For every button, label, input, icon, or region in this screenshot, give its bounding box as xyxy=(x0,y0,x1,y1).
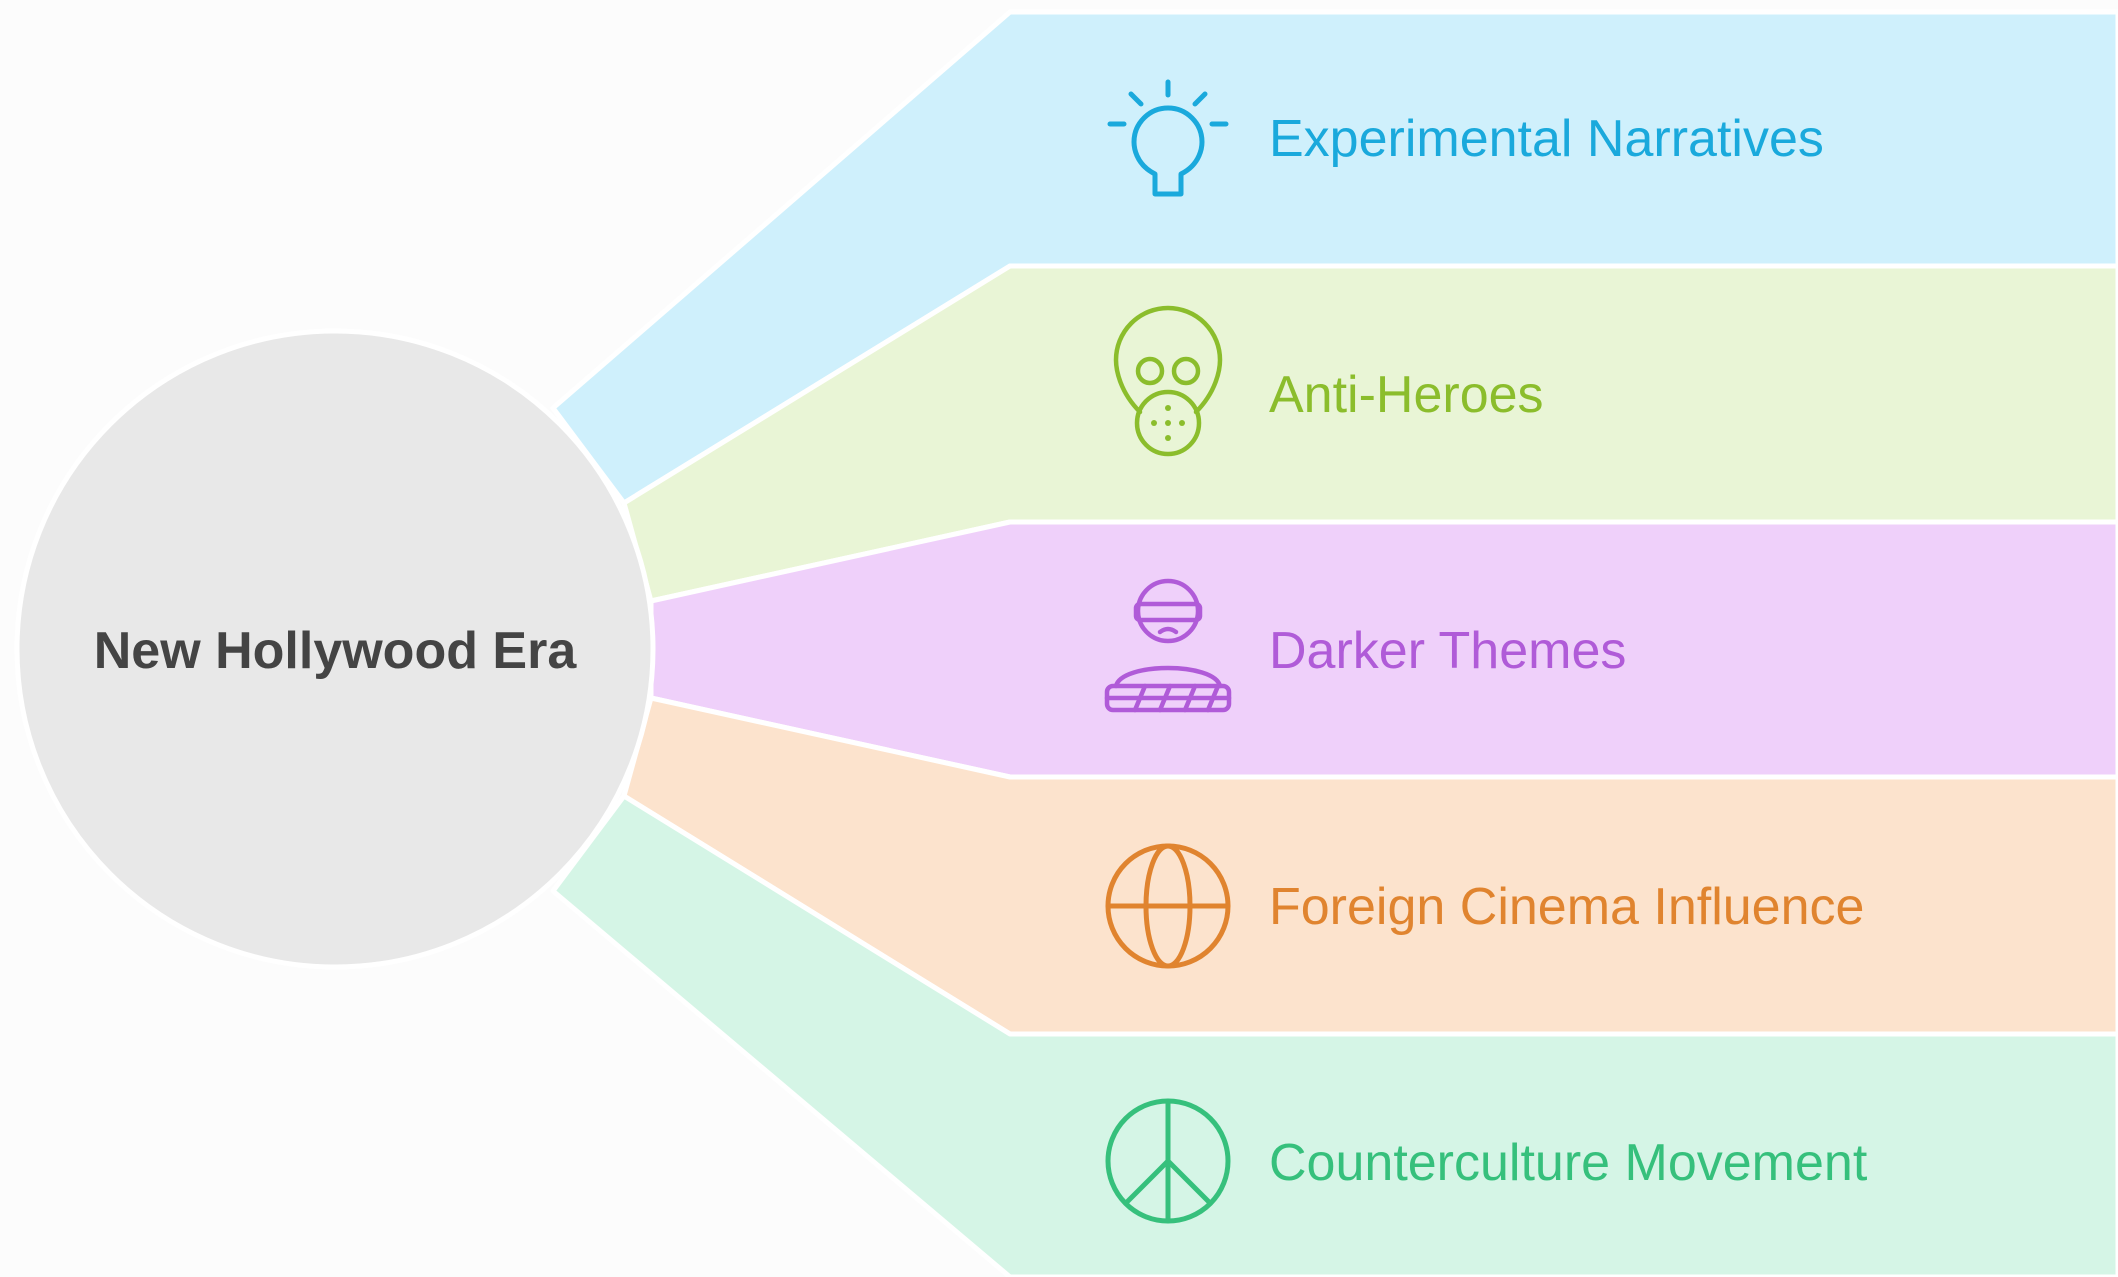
branch-bands xyxy=(550,9,2118,1277)
branch-label-experimental-narratives: Experimental Narratives xyxy=(1269,110,1824,168)
center-circle xyxy=(14,328,656,970)
peace-sign-icon xyxy=(1105,1098,1231,1224)
lightbulb-icon xyxy=(1107,79,1229,197)
band-counterculture-movement xyxy=(550,793,2118,1277)
gas-mask-icon xyxy=(1113,305,1223,457)
branch-label-darker-themes: Darker Themes xyxy=(1269,622,1626,680)
branch-label-counterculture-movement: Counterculture Movement xyxy=(1269,1134,1868,1192)
branch-label-foreign-cinema-influence: Foreign Cinema Influence xyxy=(1269,878,1864,936)
center-label: New Hollywood Era xyxy=(94,622,578,680)
bound-prisoner-icon xyxy=(1104,578,1232,713)
globe-icon xyxy=(1105,843,1231,969)
branch-label-anti-heroes: Anti-Heroes xyxy=(1269,366,1544,424)
